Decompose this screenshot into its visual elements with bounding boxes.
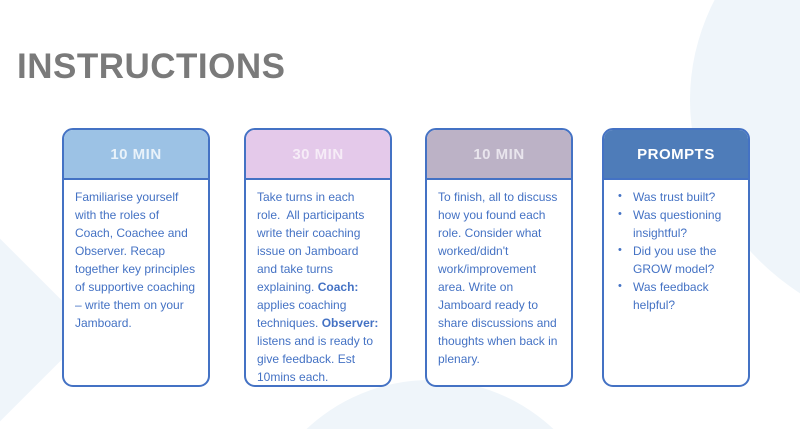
prompt-item: Was trust built? [616, 188, 740, 206]
body-text: listens and is ready to give feedback. E… [257, 316, 382, 384]
card-step1-header: 10 MIN [64, 130, 208, 180]
card-step3-10min: 10 MIN To finish, all to discuss how you… [425, 128, 573, 387]
prompt-item: Was questioning insightful? [616, 206, 740, 242]
background-circle-bottom [250, 380, 610, 429]
card-step2-header: 30 MIN [246, 130, 390, 180]
body-text-bold: Observer: [321, 316, 379, 330]
card-step2-30min: 30 MIN Take turns in each role. All part… [244, 128, 392, 387]
card-step1-body: Familiarise yourself with the roles of C… [64, 180, 208, 332]
prompt-item: Did you use the GROW model? [616, 242, 740, 278]
page-title: INSTRUCTIONS [17, 47, 286, 87]
body-text: To finish, all to discuss how you found … [438, 190, 561, 366]
card-step3-header: 10 MIN [427, 130, 571, 180]
card-prompts-header: PROMPTS [604, 130, 748, 180]
body-text-bold: Coach: [317, 280, 359, 294]
card-step1-10min: 10 MIN Familiarise yourself with the rol… [62, 128, 210, 387]
card-step3-body: To finish, all to discuss how you found … [427, 180, 571, 368]
body-text: applies coaching techniques. [257, 280, 362, 330]
body-text: Familiarise yourself with the roles of C… [75, 190, 199, 330]
body-text: Take turns in each role. All participant… [257, 190, 368, 294]
card-prompts: PROMPTS Was trust built?Was questioning … [602, 128, 750, 387]
card-step2-body: Take turns in each role. All participant… [246, 180, 390, 386]
prompt-item: Was feedback helpful? [616, 278, 740, 314]
prompts-list: Was trust built?Was questioning insightf… [604, 188, 748, 314]
